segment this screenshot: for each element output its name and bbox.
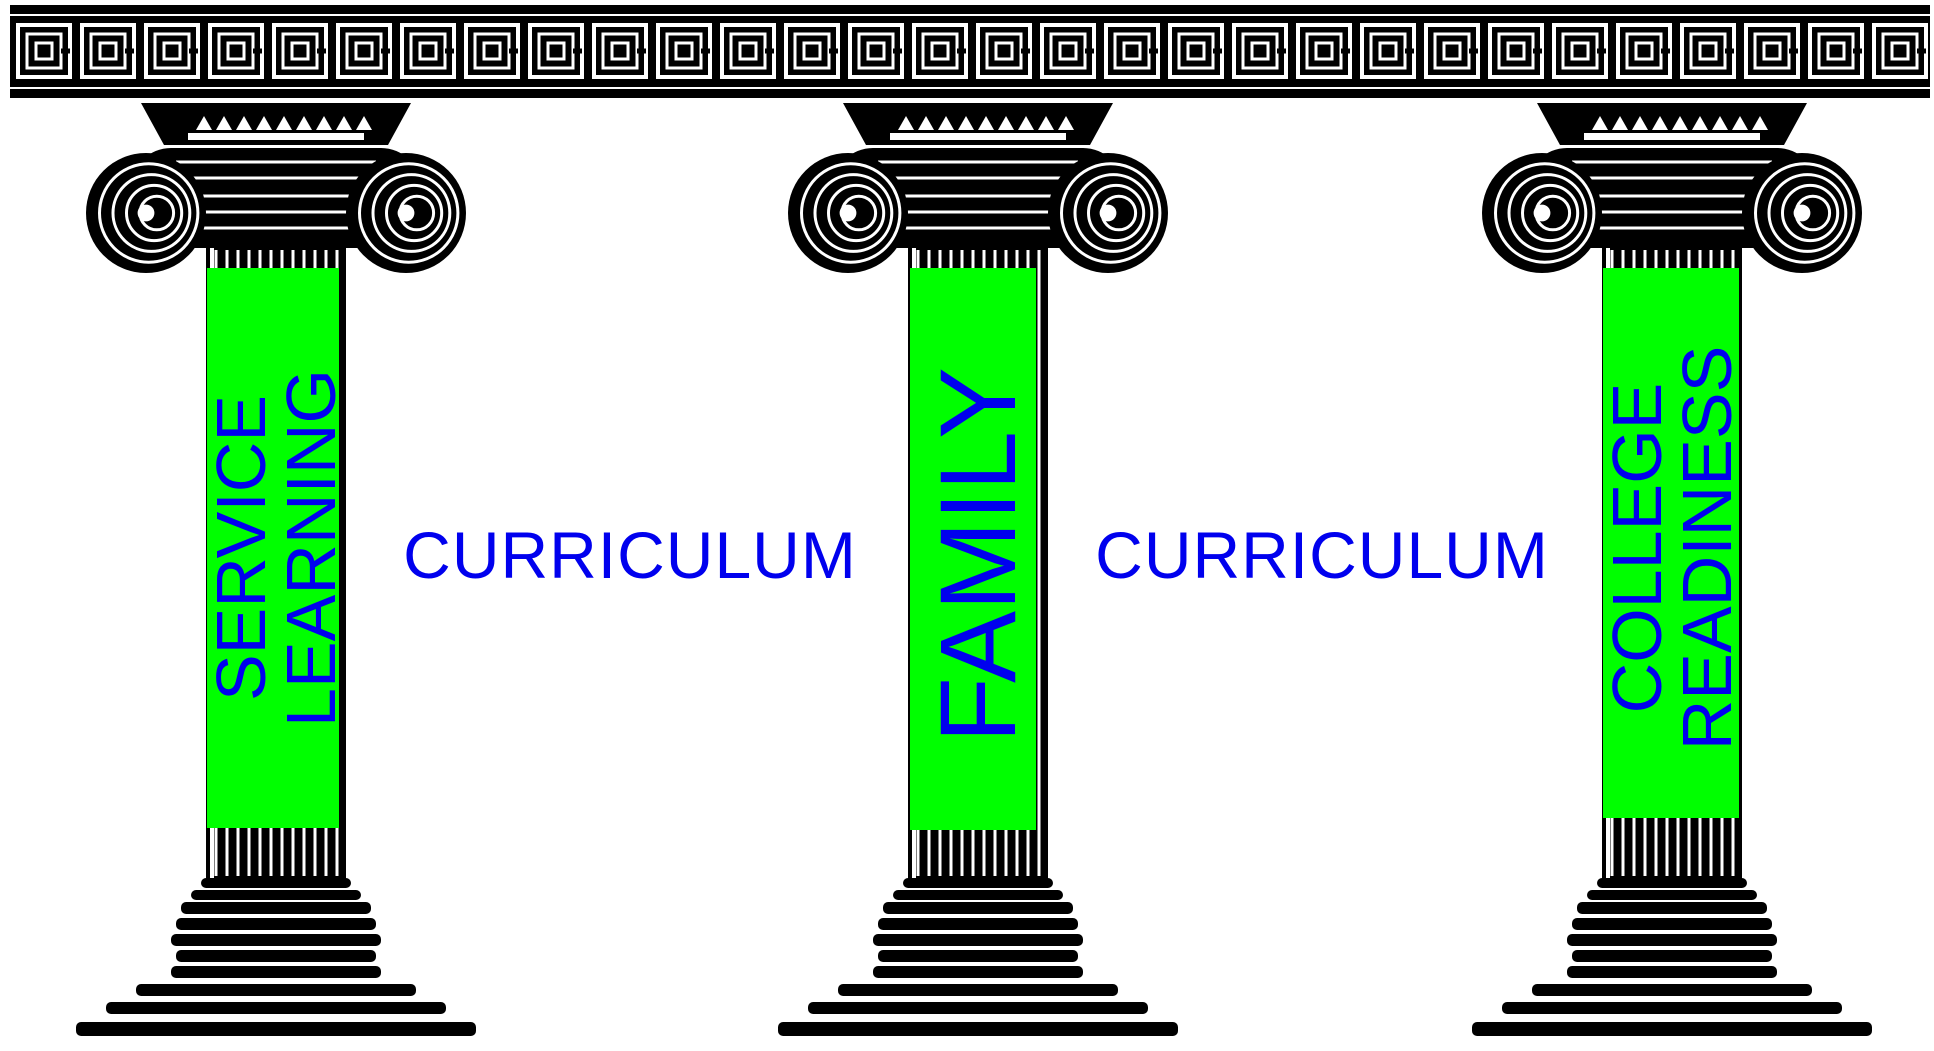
pillar-label-line: READINESS <box>1672 346 1742 751</box>
base-step <box>873 966 1083 978</box>
pillar-label-line: FAMILY <box>924 367 1032 743</box>
base-step <box>893 890 1063 900</box>
base-step <box>136 984 416 996</box>
base-step <box>176 918 376 930</box>
abacus-dentil <box>188 133 364 140</box>
abacus-dentil <box>1584 133 1760 140</box>
base-step <box>1502 1002 1842 1014</box>
pillar-label-service-learning: SERVICE LEARNING <box>206 369 346 727</box>
abacus-dentil <box>890 133 1066 140</box>
base-step <box>181 902 371 914</box>
base-step <box>878 918 1078 930</box>
pillar-label-line: COLLEGE <box>1602 383 1672 714</box>
base-step <box>1572 950 1772 962</box>
base-step <box>106 1002 446 1014</box>
base-step <box>808 1002 1148 1014</box>
volute-eye <box>138 205 155 222</box>
base-step <box>201 878 351 888</box>
volute-eye <box>1100 205 1117 222</box>
base-step <box>1587 890 1757 900</box>
pillar-label-line: SERVICE <box>206 395 276 701</box>
frieze-band <box>10 5 1930 98</box>
base-step <box>176 950 376 962</box>
volute-eye <box>1794 205 1811 222</box>
base-step <box>778 1022 1178 1036</box>
base-step <box>873 934 1083 946</box>
base-step <box>1572 918 1772 930</box>
base-step <box>903 878 1053 888</box>
pillar-label-college-readiness: COLLEGE READINESS <box>1602 346 1742 751</box>
base-step <box>878 950 1078 962</box>
connector-label-1: CURRICULUM <box>370 515 890 595</box>
base-step <box>1597 878 1747 888</box>
volute-eye <box>840 205 857 222</box>
base-step <box>1532 984 1812 996</box>
volute-eye <box>398 205 415 222</box>
base-step <box>1577 902 1767 914</box>
base-step <box>883 902 1073 914</box>
base-step <box>171 966 381 978</box>
base-step <box>171 934 381 946</box>
pillar-label-family: FAMILY <box>924 367 1032 743</box>
connector-label-2: CURRICULUM <box>1062 515 1582 595</box>
base-step <box>838 984 1118 996</box>
base-step <box>1567 966 1777 978</box>
volute-eye <box>1534 205 1551 222</box>
base-step <box>1567 934 1777 946</box>
greek-key-frieze <box>10 5 1930 98</box>
base-step <box>191 890 361 900</box>
pillar-label-line: LEARNING <box>276 369 346 727</box>
base-step <box>1472 1022 1872 1036</box>
base-step <box>76 1022 476 1036</box>
